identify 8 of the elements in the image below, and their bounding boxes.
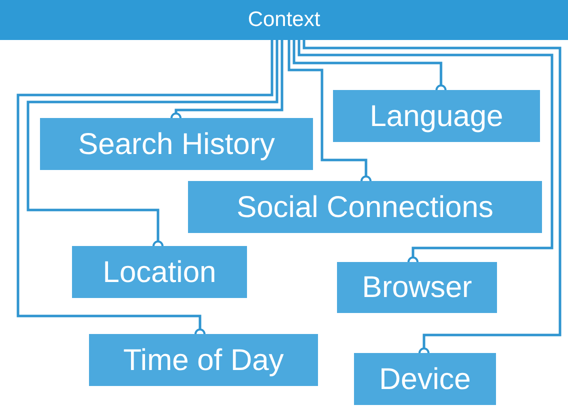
topic-box: Social Connections bbox=[188, 181, 542, 233]
topic-box: Browser bbox=[337, 262, 497, 313]
header-bar: Context bbox=[0, 0, 568, 40]
topic-box: Device bbox=[354, 353, 496, 405]
topic-box: Location bbox=[72, 246, 247, 298]
topic-box: Language bbox=[333, 90, 540, 142]
topic-box: Search History bbox=[40, 118, 313, 170]
topic-box: Time of Day bbox=[89, 334, 318, 386]
